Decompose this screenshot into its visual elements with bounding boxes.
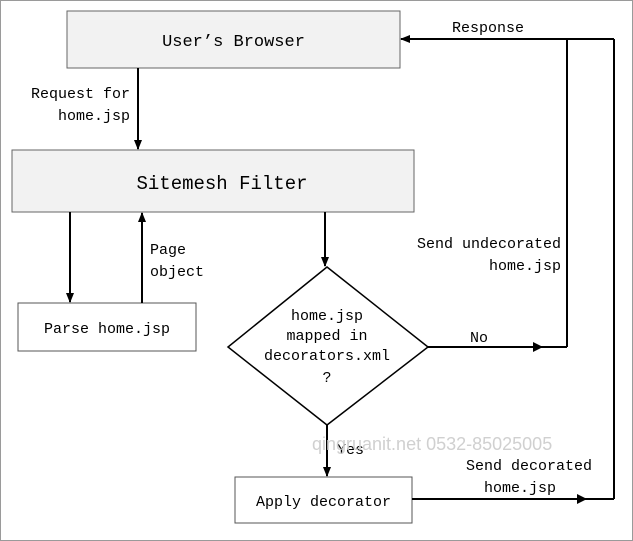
page-object-label-line-1: Page xyxy=(150,242,186,259)
apply-label: Apply decorator xyxy=(256,494,391,511)
decorated-response-path: Send decorated home.jsp xyxy=(412,39,615,504)
yes-label: Yes xyxy=(337,442,364,459)
request-label-line-2: home.jsp xyxy=(58,108,130,125)
send-decorated-line-1: Send decorated xyxy=(466,458,592,475)
no-label: No xyxy=(470,330,488,347)
browser-node: User’s Browser xyxy=(66,10,401,69)
browser-label: User’s Browser xyxy=(162,33,305,52)
parse-node: Parse home.jsp xyxy=(17,302,197,352)
decision-line-1: home.jsp xyxy=(291,308,363,325)
response-arrow: Response xyxy=(400,20,614,43)
no-branch: No xyxy=(428,330,567,352)
page-object-arrow: Page object xyxy=(138,212,204,303)
send-decorated-line-2: home.jsp xyxy=(484,480,556,497)
decision-line-2: mapped in xyxy=(286,328,367,345)
request-arrow: Request for home.jsp xyxy=(31,68,142,150)
decision-node: home.jsp mapped in decorators.xml ? xyxy=(226,266,430,426)
apply-node: Apply decorator xyxy=(234,476,413,524)
parse-label: Parse home.jsp xyxy=(44,321,170,338)
response-label: Response xyxy=(452,20,524,37)
filter-label: Sitemesh Filter xyxy=(136,173,307,195)
yes-branch: Yes xyxy=(323,425,364,477)
undecorated-response-path: Send undecorated home.jsp xyxy=(417,39,568,347)
decision-line-4: ? xyxy=(322,370,331,387)
request-label-line-1: Request for xyxy=(31,86,130,103)
send-undecorated-line-1: Send undecorated xyxy=(417,236,561,253)
decision-line-3: decorators.xml xyxy=(264,348,390,365)
watermark-text: qingruanit.net 0532-85025005 xyxy=(312,434,552,454)
filter-node: Sitemesh Filter xyxy=(11,149,415,213)
page-object-label-line-2: object xyxy=(150,264,204,281)
send-undecorated-line-2: home.jsp xyxy=(489,258,561,275)
